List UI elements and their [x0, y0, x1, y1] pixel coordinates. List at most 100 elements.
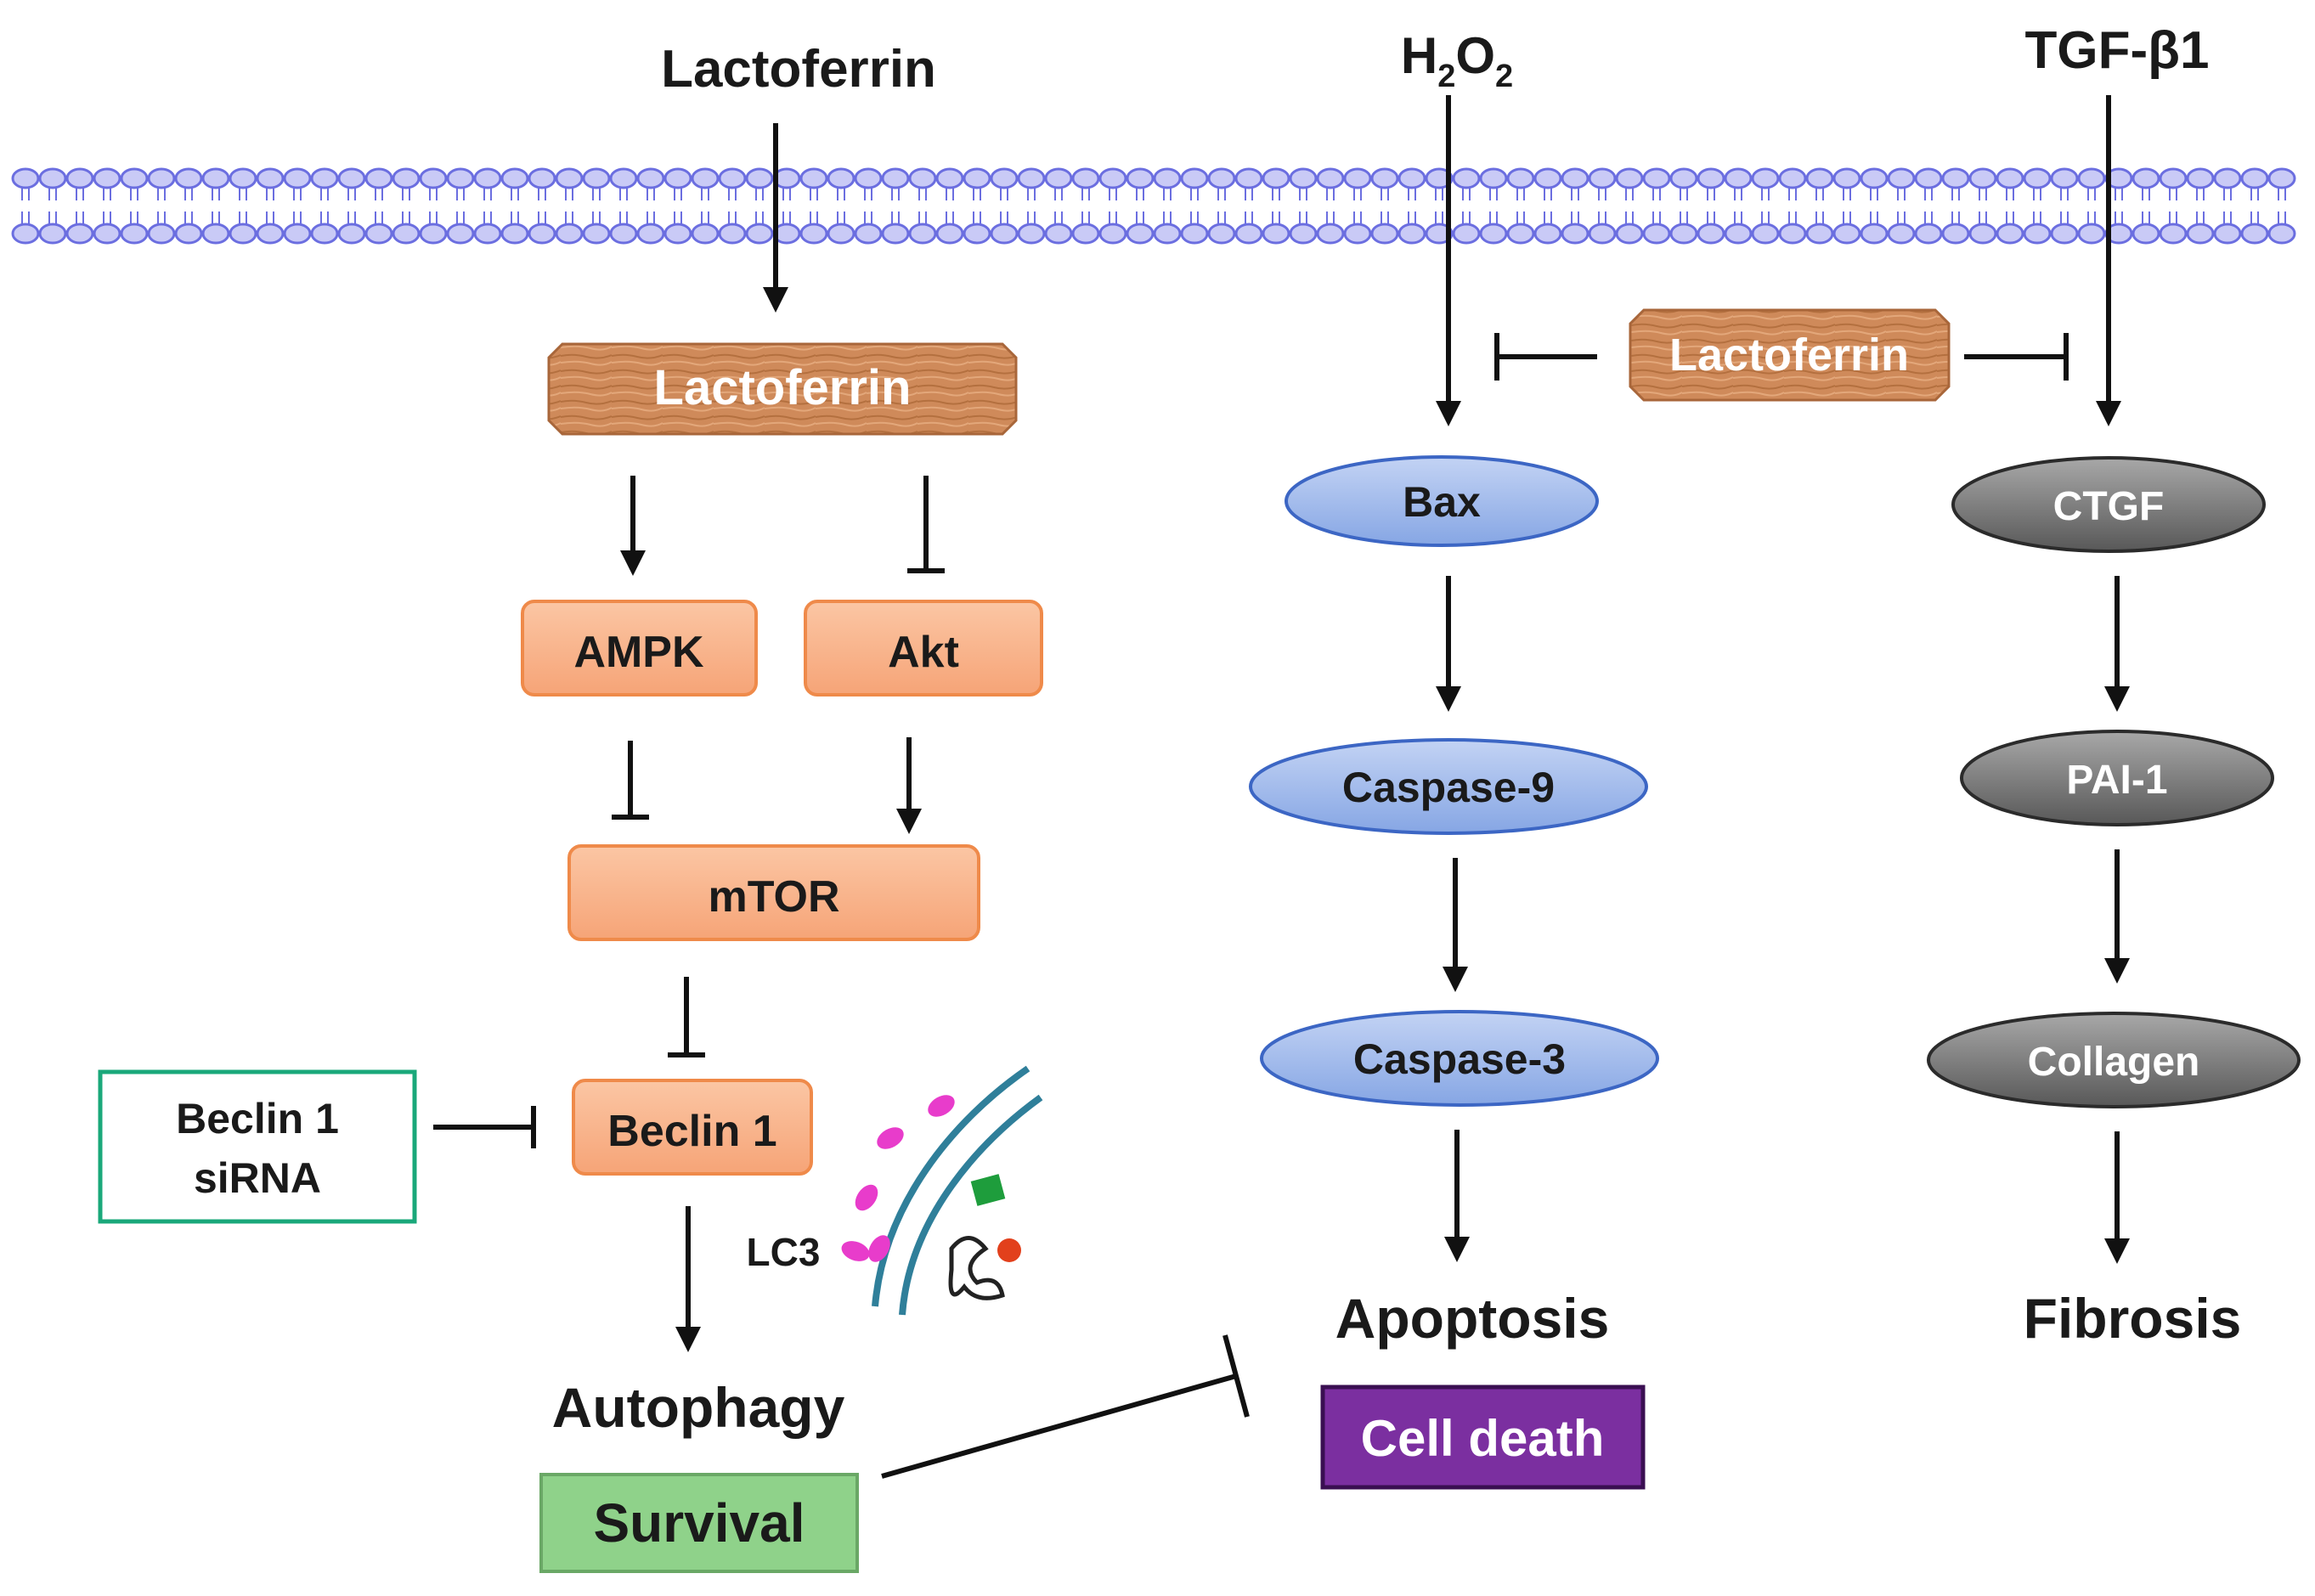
lipid-head — [283, 167, 312, 189]
cell-death-box: Cell death — [1320, 1385, 1646, 1490]
lactoferrin-box-left-label: Lactoferrin — [654, 360, 912, 415]
lipid-head — [1425, 223, 1454, 245]
autophagy-label: Autophagy — [552, 1376, 845, 1439]
lipid-head — [1289, 167, 1318, 189]
lipid-head — [1153, 223, 1182, 245]
bax-node: Bax — [1285, 455, 1599, 547]
lipid-head — [1996, 223, 2024, 245]
lipid-head — [419, 167, 448, 189]
lipid-head — [827, 223, 855, 245]
akt-label: Akt — [888, 628, 959, 677]
sirna-line2: siRNA — [194, 1154, 321, 1202]
lactoferrin-box-right: Lactoferrin — [1629, 308, 1951, 402]
fibrosis-label: Fibrosis — [2024, 1287, 2242, 1350]
caspase9-node: Caspase-9 — [1249, 738, 1648, 835]
lipid-head — [1561, 223, 1589, 245]
lipid-head — [718, 167, 747, 189]
lipid-head — [854, 223, 883, 245]
lipid-head — [1180, 223, 1209, 245]
lipid-head — [310, 167, 339, 189]
lipid-head — [11, 223, 40, 245]
lipid-head — [990, 223, 1019, 245]
cargo-aggregate-icon — [948, 1236, 1005, 1300]
sirna-line1: Beclin 1 — [176, 1095, 339, 1142]
lc3-bead-icon — [841, 1241, 870, 1261]
lipid-head — [963, 167, 991, 189]
caspase9-label: Caspase-9 — [1342, 764, 1555, 811]
bax-label: Bax — [1403, 478, 1481, 526]
inhibit-lactoferrin-to-tgf-pathway — [1964, 333, 2069, 381]
lipid-head — [799, 167, 828, 189]
lipid-head — [1126, 167, 1155, 189]
lipid-head — [1669, 167, 1698, 189]
lc3-bead-icon — [928, 1095, 955, 1117]
lipid-head — [1832, 167, 1861, 189]
lipid-head — [582, 223, 611, 245]
lipid-head — [1234, 223, 1263, 245]
lipid-head — [745, 223, 774, 245]
lipid-head — [337, 223, 366, 245]
lc3-bead-icon — [868, 1235, 890, 1262]
lipid-head — [1207, 223, 1236, 245]
lipid-head — [1343, 223, 1372, 245]
lipid-head — [609, 167, 638, 189]
lipid-head — [65, 223, 94, 245]
autophagosome-icon: LC3 — [747, 1065, 1043, 1316]
lipid-head — [1615, 167, 1644, 189]
lc3-bead-icon — [877, 1127, 904, 1149]
lipid-head — [174, 223, 203, 245]
beclin1-node: Beclin 1 — [572, 1079, 813, 1176]
lipid-head — [1017, 223, 1046, 245]
lipid-head — [1262, 167, 1290, 189]
lipid-head — [1397, 167, 1426, 189]
lipid-head — [1669, 223, 1698, 245]
lipid-head — [1098, 223, 1127, 245]
cell-death-label: Cell death — [1361, 1410, 1605, 1467]
lipid-head — [1262, 223, 1290, 245]
lipid-head — [908, 167, 937, 189]
lipid-head — [147, 223, 176, 245]
lipid-head — [1153, 167, 1182, 189]
lipid-head — [1588, 167, 1617, 189]
collagen-node: Collagen — [1927, 1012, 2301, 1108]
lipid-head — [990, 167, 1019, 189]
lipid-head — [1044, 167, 1073, 189]
collagen-label: Collagen — [2028, 1040, 2200, 1085]
lipid-head — [2131, 223, 2160, 245]
lipid-head — [1805, 223, 1834, 245]
lipid-head — [1914, 223, 1943, 245]
lipid-head — [528, 223, 556, 245]
lipid-head — [1887, 223, 1916, 245]
lipid-head — [337, 167, 366, 189]
lipid-head — [1289, 223, 1318, 245]
lipid-head — [1751, 167, 1780, 189]
lipid-head — [473, 167, 502, 189]
lactoferrin-box-left: Lactoferrin — [547, 342, 1018, 436]
lipid-head — [120, 167, 149, 189]
lipid-head — [827, 167, 855, 189]
inhibit-mtor-to-beclin — [668, 977, 705, 1057]
lipid-head — [500, 167, 529, 189]
lactoferrin-box-right-label: Lactoferrin — [1669, 330, 1909, 381]
lipid-head — [609, 223, 638, 245]
lipid-head — [1642, 223, 1671, 245]
lipid-head — [2240, 223, 2269, 245]
lipid-head — [1697, 167, 1725, 189]
lipid-head — [1751, 223, 1780, 245]
lipid-head — [1180, 167, 1209, 189]
lc3-label: LC3 — [747, 1230, 821, 1274]
lipid-head — [1724, 223, 1753, 245]
lipid-head — [1724, 167, 1753, 189]
pai1-node: PAI-1 — [1960, 730, 2274, 826]
lipid-head — [881, 167, 910, 189]
lipid-head — [1642, 167, 1671, 189]
lipid-head — [1126, 223, 1155, 245]
lipid-head — [1207, 167, 1236, 189]
lipid-head — [473, 223, 502, 245]
lipid-head — [500, 223, 529, 245]
ampk-node: AMPK — [521, 600, 758, 696]
inhibit-lactoferrin-to-akt — [907, 476, 945, 573]
lipid-head — [1615, 223, 1644, 245]
lipid-head — [2213, 167, 2242, 189]
lactoferrin-signal-label: Lactoferrin — [661, 40, 936, 99]
